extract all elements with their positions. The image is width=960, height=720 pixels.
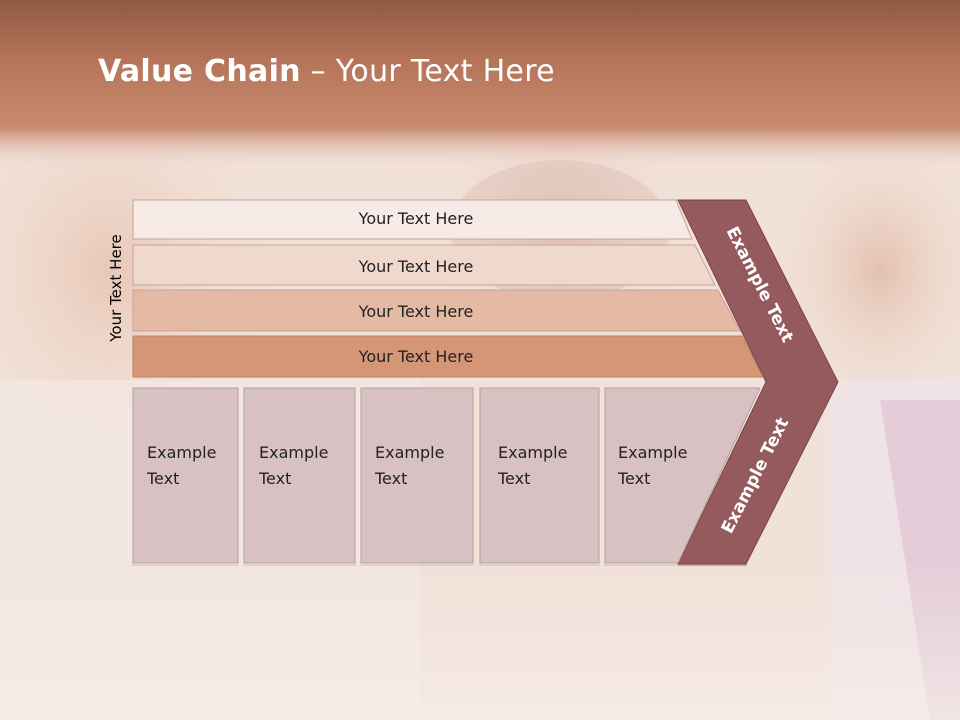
slide-title: Value Chain – Your Text Here xyxy=(98,54,555,89)
diagram-reflection: ExampleText ExampleText ExampleText Exam… xyxy=(132,564,825,720)
activity-box-3 xyxy=(360,387,474,564)
activity-box-2 xyxy=(243,387,356,564)
row-band-1 xyxy=(132,199,693,240)
row-band-3 xyxy=(132,289,741,332)
row-label-3: Your Text Here xyxy=(358,302,474,321)
row-label-2: Your Text Here xyxy=(358,257,474,276)
activity-box-1 xyxy=(132,387,239,564)
row-label-4: Your Text Here xyxy=(358,347,474,366)
title-bold: Value Chain xyxy=(98,54,301,89)
row-label-1: Your Text Here xyxy=(358,209,474,228)
svg-text:ExampleText: ExampleText xyxy=(258,640,328,685)
svg-text:ExampleText: ExampleText xyxy=(617,640,687,685)
svg-text:ExampleText: ExampleText xyxy=(146,640,216,685)
svg-text:ExampleText: ExampleText xyxy=(374,640,444,685)
title-rest: – Your Text Here xyxy=(300,54,555,89)
row-band-4 xyxy=(132,335,764,378)
activity-box-5 xyxy=(604,387,761,564)
activity-box-4 xyxy=(479,387,600,564)
svg-text:ExampleText: ExampleText xyxy=(497,640,567,685)
row-band-2 xyxy=(132,244,716,286)
